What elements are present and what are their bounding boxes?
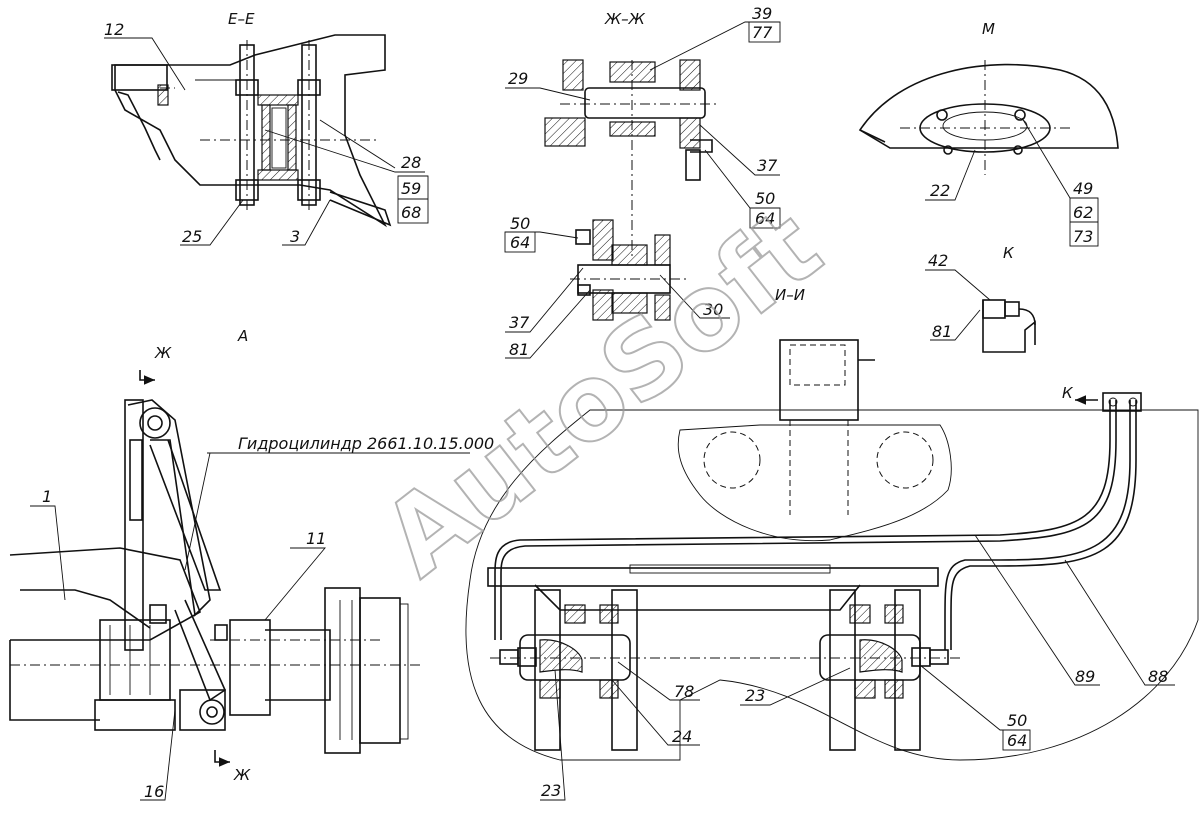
section-arrow-k: К	[1062, 384, 1074, 402]
view-a: А Ж Ж 1	[9, 327, 494, 801]
view-m: М 22 49 62 73	[858, 20, 1119, 247]
callout-50-upper: 50	[755, 189, 775, 208]
section-arrow-zh-top: Ж	[154, 344, 172, 362]
view-i-i: И–И	[465, 286, 1199, 801]
section-label-i-i: И–И	[775, 286, 805, 304]
callout-68: 68	[401, 203, 421, 222]
callout-81-right: 81	[932, 322, 952, 341]
callout-29: 29	[508, 69, 528, 88]
callout-25: 25	[182, 227, 202, 246]
callout-77: 77	[752, 23, 773, 42]
callout-73: 73	[1073, 227, 1093, 246]
hydraulic-cylinder-label: Гидроцилиндр 2661.10.15.000	[238, 434, 494, 453]
callout-88: 88	[1148, 667, 1168, 686]
callout-62: 62	[1073, 203, 1093, 222]
callout-16: 16	[144, 782, 164, 801]
callout-42: 42	[928, 251, 948, 270]
callout-22: 22	[930, 181, 950, 200]
callout-89: 89	[1075, 667, 1095, 686]
view-e-e: 12 28 59 68 25 3 Е–Е	[104, 10, 429, 246]
section-arrow-zh-bottom: Ж	[233, 766, 251, 784]
callout-64-right: 64	[1007, 731, 1027, 750]
callout-64-lower: 64	[510, 233, 530, 252]
callout-24: 24	[672, 727, 692, 746]
callout-37-upper: 37	[757, 156, 778, 175]
view-zh-zh: Ж–Ж 29 39 77 37 50 64 50	[504, 4, 781, 359]
callout-50-right: 50	[1007, 711, 1027, 730]
callout-39: 39	[752, 4, 772, 23]
callout-11: 11	[306, 529, 326, 548]
callout-81-left: 81	[509, 340, 529, 359]
section-label-m: М	[982, 20, 995, 38]
callout-23-left: 23	[541, 781, 561, 800]
callout-50-lower: 50	[510, 214, 530, 233]
callout-1: 1	[42, 487, 52, 506]
callout-30: 30	[703, 300, 723, 319]
section-label-a: А	[237, 327, 248, 345]
callout-23-right: 23	[745, 686, 765, 705]
callout-3: 3	[290, 227, 300, 246]
callout-37-lower: 37	[509, 313, 530, 332]
section-label-e-e: Е–Е	[228, 10, 255, 28]
callout-49: 49	[1073, 179, 1093, 198]
callout-78: 78	[674, 682, 694, 701]
callout-59: 59	[401, 179, 421, 198]
section-label-k: К	[1003, 244, 1015, 262]
callout-28: 28	[401, 153, 421, 172]
section-label-zh-zh: Ж–Ж	[604, 10, 646, 28]
callout-64-upper: 64	[755, 209, 775, 228]
view-k: К 42 81	[925, 244, 1036, 353]
callout-12: 12	[104, 20, 124, 39]
